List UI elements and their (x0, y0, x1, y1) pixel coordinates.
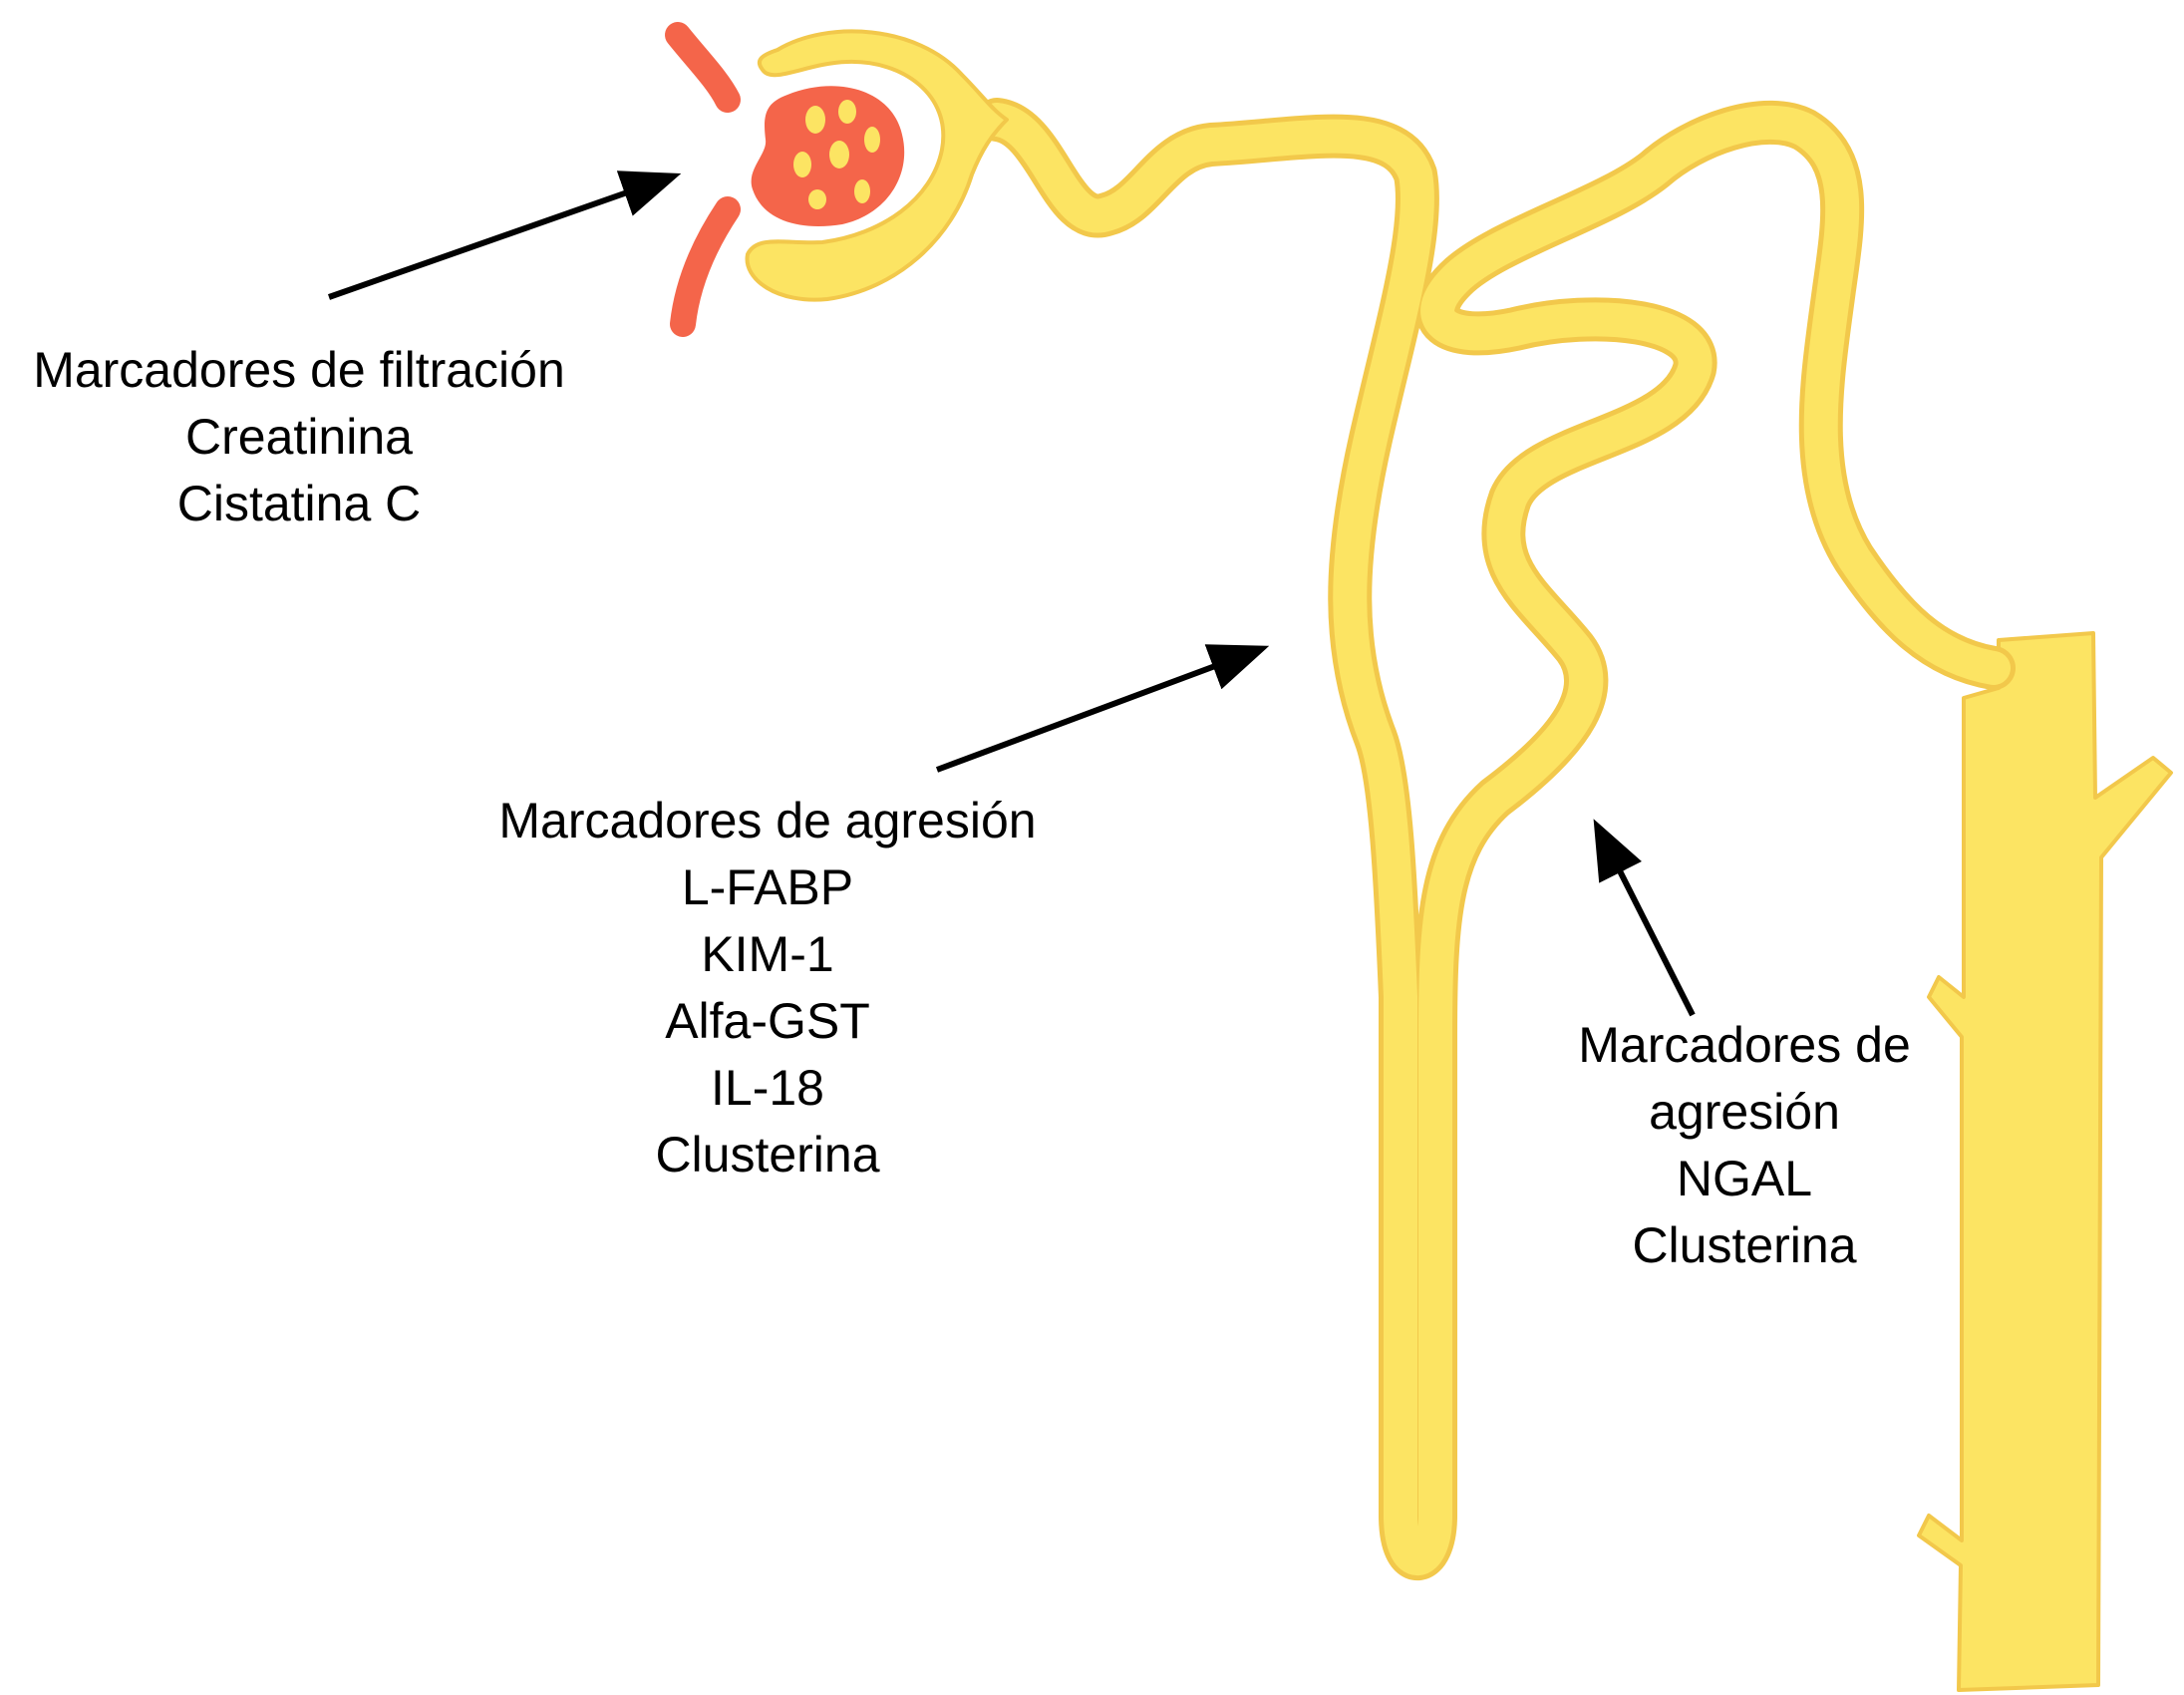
proximal-injury-markers-title: Marcadores de agresión (498, 793, 1037, 848)
proximal-marker-item: KIM-1 (701, 926, 834, 982)
arrow-distal (1593, 819, 1696, 1017)
renal-tubule (980, 103, 2011, 1575)
glomerulus-capillary-holes (793, 100, 880, 209)
proximal-injury-markers-label: Marcadores de agresión L-FABP KIM-1 Alfa… (429, 788, 1106, 1188)
proximal-marker-item: Alfa-GST (665, 993, 870, 1049)
distal-injury-markers-title-line2: agresión (1649, 1084, 1840, 1140)
distal-marker-item: Clusterina (1632, 1217, 1857, 1273)
filtration-marker-item: Cistatina C (176, 476, 422, 531)
arrow-proximal (935, 644, 1270, 773)
glomerulus (665, 22, 905, 337)
distal-injury-markers-title-line1: Marcadores de (1578, 1017, 1911, 1073)
filtration-markers-label: Marcadores de filtración Creatinina Cist… (0, 337, 598, 537)
bowman-capsule (745, 29, 1009, 302)
filtration-markers-title: Marcadores de filtración (33, 342, 565, 398)
arrow-filtration (328, 170, 682, 300)
proximal-marker-item: L-FABP (681, 859, 854, 915)
annotation-arrows (328, 170, 1696, 1017)
proximal-marker-item: IL-18 (711, 1060, 824, 1116)
distal-marker-item: NGAL (1676, 1151, 1813, 1206)
filtration-marker-item: Creatinina (185, 409, 413, 465)
proximal-marker-item: Clusterina (655, 1127, 880, 1183)
collecting-duct (1917, 631, 2173, 1692)
distal-injury-markers-label: Marcadores de agresión NGAL Clusterina (1505, 1012, 1984, 1279)
